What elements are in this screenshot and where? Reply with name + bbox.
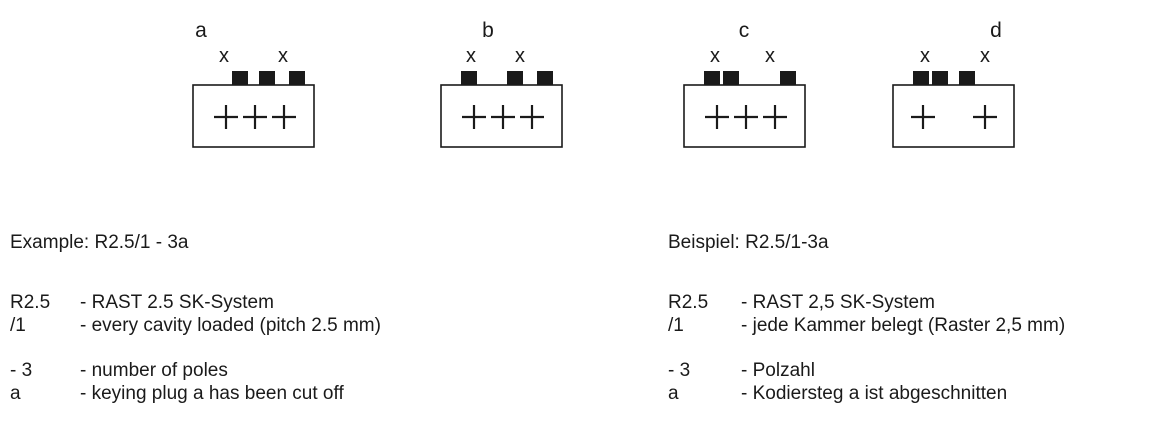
connector-housing [892, 84, 1015, 148]
legend-code: - 3 [10, 360, 33, 381]
connector-label: c [739, 19, 750, 42]
legend-code: R2.5 [10, 292, 51, 313]
x-marker: x [765, 45, 775, 67]
keying-plug [259, 71, 275, 85]
x-marker: x [515, 45, 525, 67]
keying-plug [507, 71, 523, 85]
connector-label: a [195, 19, 207, 42]
legend-heading: Example: R2.5/1 - 3a [10, 232, 189, 253]
legend-description: - Kodiersteg a ist abgeschnitten [741, 383, 1008, 404]
connector-housing [192, 84, 315, 148]
connector-b: bx x [440, 19, 563, 148]
x-marker: x [710, 45, 720, 67]
legend-description: - every cavity loaded (pitch 2.5 mm) [80, 315, 381, 336]
legend-code: a [10, 383, 21, 404]
connector-label: d [990, 19, 1002, 42]
x-marker: x [219, 45, 229, 67]
legend-description: - Polzahl [741, 360, 815, 381]
keying-plug [959, 71, 975, 85]
connector-label: b [482, 19, 494, 42]
legend-description: - RAST 2.5 SK-System [80, 292, 274, 313]
legend-description: - number of poles [80, 360, 228, 381]
keying-plug [913, 71, 929, 85]
legend-german: Beispiel: R2.5/1-3a R2.5 - RAST 2,5 SK-S… [668, 232, 1148, 432]
x-marker: x [466, 45, 476, 67]
legend-description: - RAST 2,5 SK-System [741, 292, 935, 313]
x-marker: x [920, 45, 930, 67]
legend-code: a [668, 383, 679, 404]
keying-plug [780, 71, 796, 85]
legend-code: /1 [10, 315, 26, 336]
contact-plus [734, 105, 758, 129]
contact-plus [763, 105, 787, 129]
keying-plug [704, 71, 720, 85]
legend-description: - jede Kammer belegt (Raster 2,5 mm) [741, 315, 1066, 336]
connector-housing [683, 84, 806, 148]
contact-plus [491, 105, 515, 129]
x-marker: x [980, 45, 990, 67]
contact-plus [243, 105, 267, 129]
legend-description: - keying plug a has been cut off [80, 383, 344, 404]
contact-plus [214, 105, 238, 129]
legend-code: - 3 [668, 360, 691, 381]
contact-plus [462, 105, 486, 129]
contact-plus [911, 105, 935, 129]
keying-plug [232, 71, 248, 85]
legend-heading: Beispiel: R2.5/1-3a [668, 232, 829, 253]
contact-plus [973, 105, 997, 129]
contact-plus [705, 105, 729, 129]
contact-plus [272, 105, 296, 129]
connector-housing [440, 84, 563, 148]
legend-english: Example: R2.5/1 - 3a R2.5 - RAST 2.5 SK-… [10, 232, 570, 432]
keying-plug [289, 71, 305, 85]
keying-plug [461, 71, 477, 85]
legend-code: /1 [668, 315, 684, 336]
connector-c: cx x [683, 19, 806, 148]
keying-plug [932, 71, 948, 85]
legend-code: R2.5 [668, 292, 709, 313]
contact-plus [520, 105, 544, 129]
keying-plug [723, 71, 739, 85]
keying-plug [537, 71, 553, 85]
x-marker: x [278, 45, 288, 67]
